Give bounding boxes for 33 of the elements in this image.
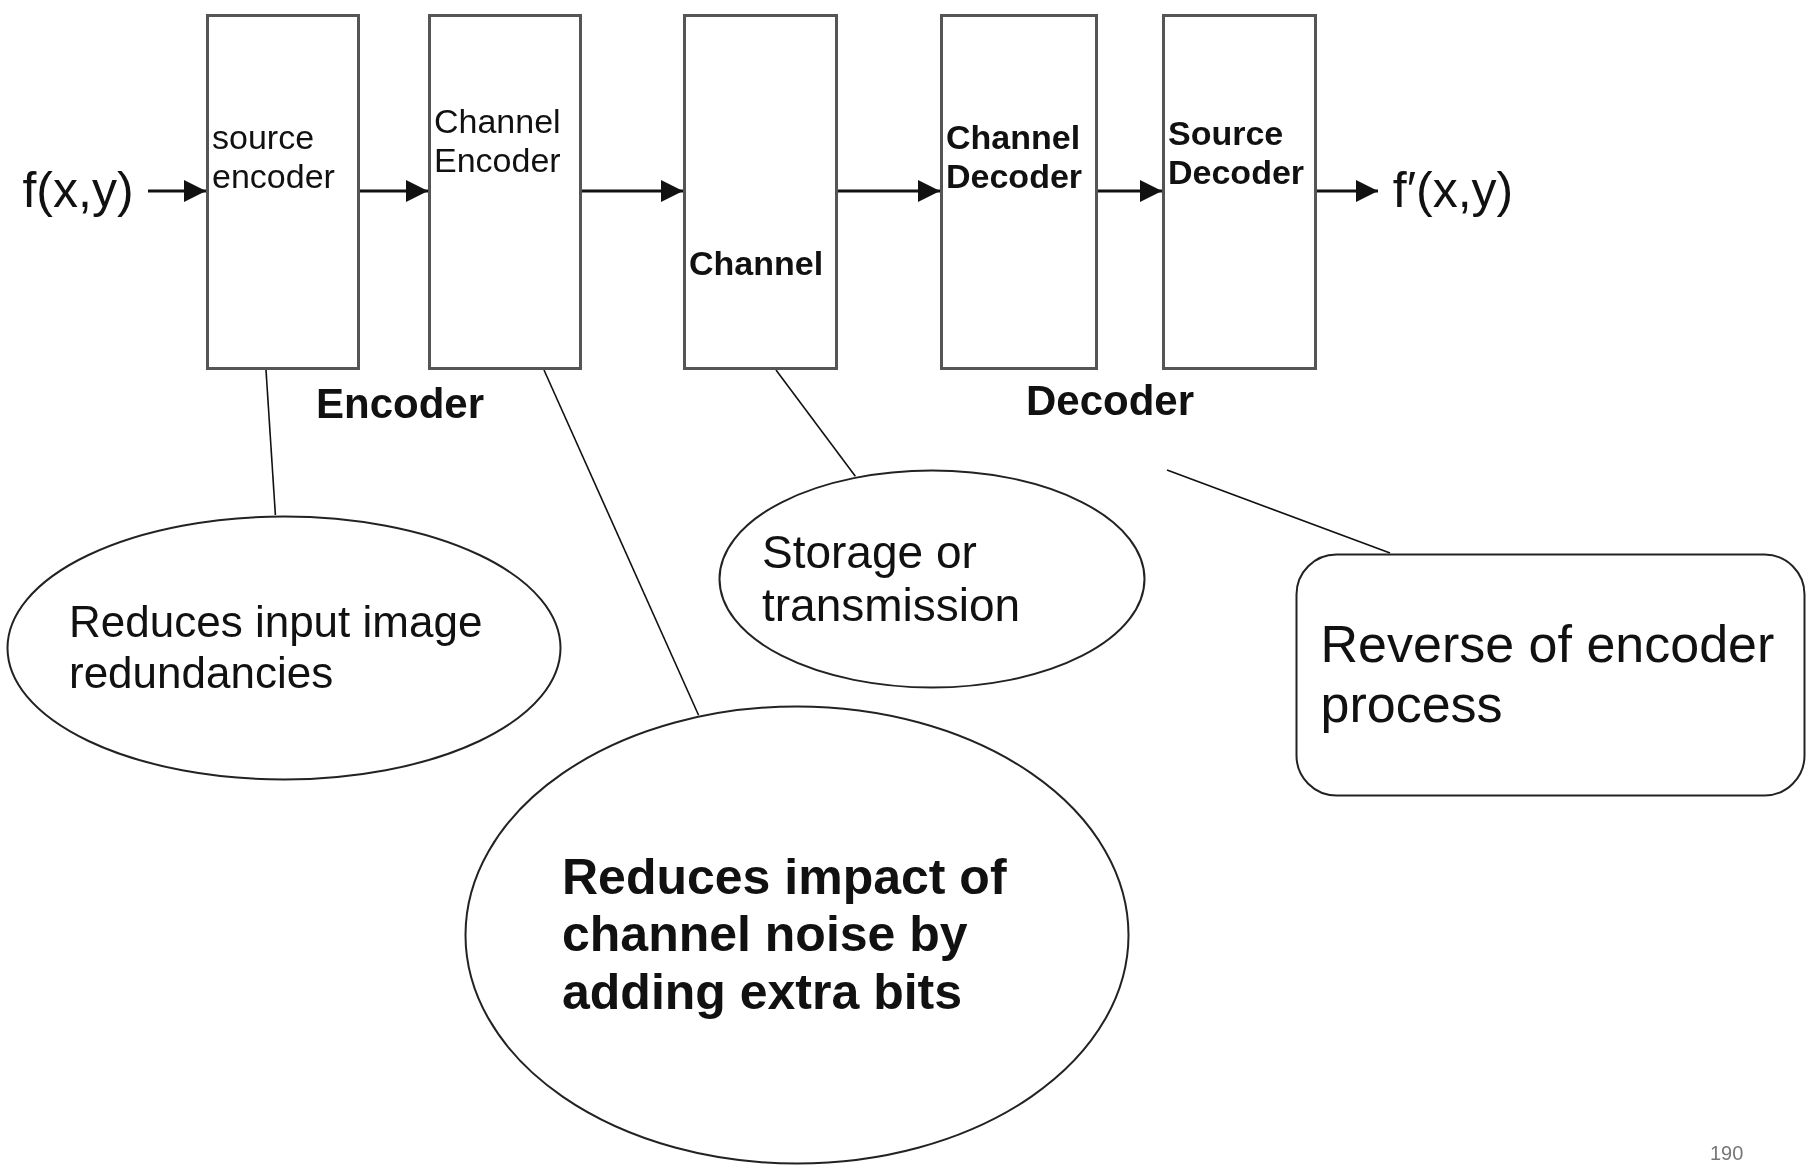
callout-ellipse — [464, 705, 1130, 1165]
callout-box — [1295, 553, 1806, 797]
node-text: Reverse of encoder process — [1320, 615, 1776, 735]
arrow — [360, 180, 428, 202]
leader-line — [1166, 469, 1391, 554]
signal-label: f′(x,y) — [1392, 162, 1514, 220]
node-text: Reduces input image redundancies — [69, 597, 484, 699]
node-text: Channel — [689, 244, 824, 284]
group-label: Encoder — [316, 380, 485, 428]
node-text: Reduces impact of channel noise by adding extra bits — [562, 848, 1008, 1022]
node-text: Channel Encoder — [434, 102, 562, 181]
process-box — [428, 14, 582, 370]
signal-label: f(x,y) — [22, 162, 134, 220]
callout-ellipse — [718, 469, 1146, 689]
arrow — [1317, 180, 1378, 202]
node-text: Storage or transmission — [762, 526, 1022, 632]
leader-line — [543, 369, 700, 717]
process-box — [1162, 14, 1317, 370]
leader-line — [265, 369, 277, 516]
process-box — [206, 14, 360, 370]
arrow — [148, 180, 206, 202]
node-text: Source Decoder — [1168, 114, 1306, 193]
group-label: Decoder — [1026, 377, 1195, 425]
page-number: 190 — [1710, 1142, 1744, 1165]
process-box — [683, 14, 838, 370]
leader-line — [775, 369, 857, 478]
node-text: Channel Decoder — [946, 118, 1084, 197]
arrow — [582, 180, 683, 202]
callout-ellipse — [6, 515, 562, 781]
process-box — [940, 14, 1098, 370]
arrow — [838, 180, 940, 202]
node-text: source encoder — [212, 118, 336, 197]
arrow — [1098, 180, 1162, 202]
